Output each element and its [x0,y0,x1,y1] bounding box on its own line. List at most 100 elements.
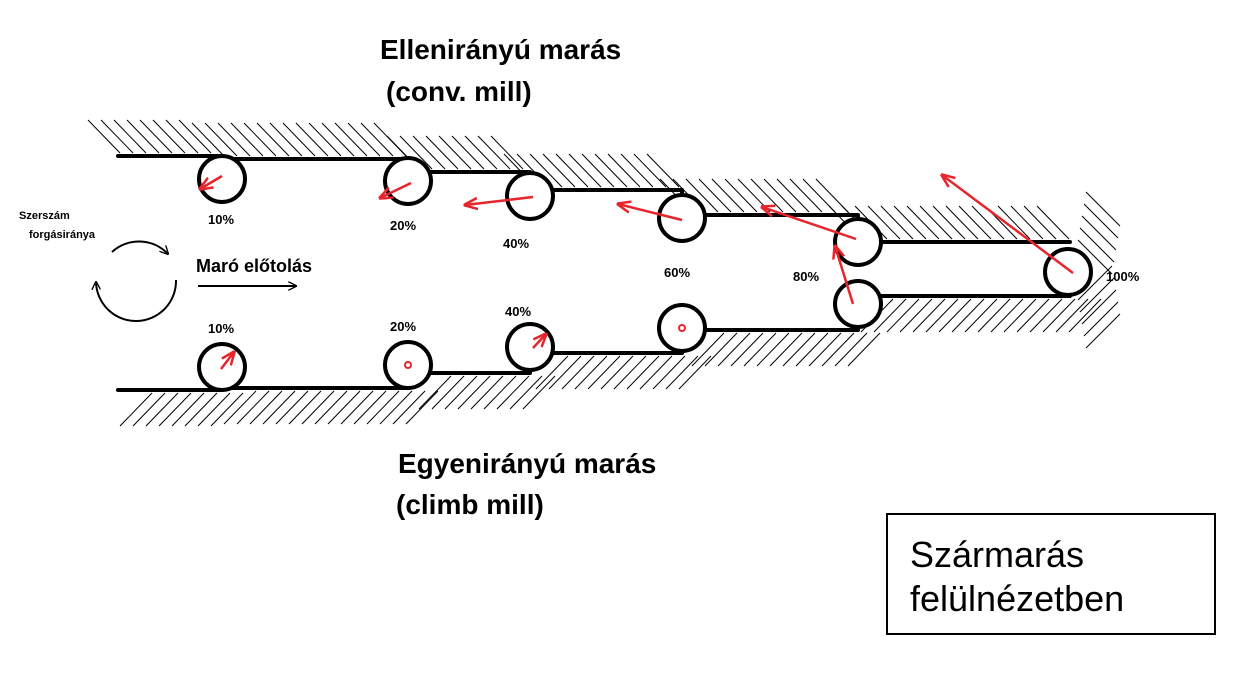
hatch-stroke [353,390,387,425]
hatch-stroke [925,298,959,333]
hatch-stroke [678,355,712,390]
tool-80-upper [833,217,883,267]
hatch-stroke [184,392,218,427]
hatch-stroke [548,355,582,390]
hatch-stroke [938,298,972,333]
force-arrow-top-40 [465,195,534,205]
hatch-stroke [1085,191,1121,227]
hatch-stroke [919,205,953,240]
hatch-stroke [1042,298,1076,333]
hatch-stroke [1079,277,1115,313]
hatch-stroke [750,178,784,213]
force-arrow-bottom-40 [532,334,546,349]
hatch-stroke [711,178,745,213]
hatch-stroke [360,122,394,157]
tool-top-40 [505,171,555,221]
hatch-stroke [158,392,192,427]
hatch-stroke [119,392,153,427]
bottom-cut-edge [116,294,1072,392]
hatch-stroke [1010,205,1044,240]
hatch-stroke [438,135,472,170]
top-heading-line1: Ellenirányú marás [380,34,621,65]
hatch-stroke [704,332,738,367]
hatch-stroke [509,375,543,410]
hatch-stroke [691,332,725,367]
hatch-stroke [867,205,901,240]
hatch-stroke [139,119,173,154]
hatch-stroke [698,178,732,213]
hatch-stroke [776,178,810,213]
hatch-stroke [607,153,641,188]
hatch-stroke [685,178,719,213]
hatch-stroke [756,332,790,367]
hatch-stroke [288,390,322,425]
hatch-stroke [321,122,355,157]
hatch-stroke [113,119,147,154]
hatch-stroke [1068,298,1102,333]
hatch-stroke [1016,298,1050,333]
hatch-stroke [132,392,166,427]
hatch-stroke [444,375,478,410]
hatch-stroke [574,355,608,390]
hatch-stroke [1077,265,1113,301]
hatch-stroke [522,375,556,410]
hatch-stroke [542,153,576,188]
hatch-stroke [821,332,855,367]
hatch-stroke [795,332,829,367]
hatch-stroke [425,135,459,170]
pct-label-top-10: 10% [208,212,234,227]
pct-label-bottom-40: 40% [505,304,531,319]
hatch-stroke [314,390,348,425]
hatch-stroke [204,122,238,157]
top-heading-line2: (conv. mill) [386,76,532,107]
hatch-stroke [587,355,621,390]
hatch-stroke [412,135,446,170]
force-dot-bottom-60 [678,324,686,332]
force-arrow-top-60 [618,204,683,222]
hatch-stroke [1077,239,1113,275]
hatch-stroke [997,205,1031,240]
hatch-stroke [399,135,433,170]
hatch-stroke [620,153,654,188]
rotation-label-line1: Szerszám [19,210,70,222]
pct-label-bottom-20: 20% [390,319,416,334]
hatch-stroke [912,298,946,333]
force-dot-bottom-20 [404,361,412,369]
hatch-stroke [847,332,881,367]
hatch-stroke [236,390,270,425]
hatch-stroke [893,205,927,240]
hatch-stroke [906,205,940,240]
hatch-stroke [535,355,569,390]
hatch-stroke [789,178,823,213]
hatch-stroke [561,355,595,390]
tool-top-20 [383,156,433,206]
hatch-stroke [275,390,309,425]
hatch-stroke [197,392,231,427]
hatch-stroke [1036,205,1070,240]
hatch-stroke [418,375,452,410]
bottom-heading-line2: (climb mill) [396,489,544,520]
hatch-stroke [243,122,277,157]
hatch-stroke [308,122,342,157]
hatch-stroke [873,298,907,333]
hatch-stroke [834,332,868,367]
hatch-stroke [249,390,283,425]
hatch-stroke [529,153,563,188]
hatch-stroke [971,205,1005,240]
hatch-stroke [490,135,524,170]
title-line2: felülnézetben [910,578,1125,619]
hatch-stroke [1081,289,1117,325]
hatch-stroke [347,122,381,157]
hatch-stroke [1079,227,1115,263]
hatch-stroke [464,135,498,170]
hatch-stroke [665,355,699,390]
hatch-stroke [626,355,660,390]
hatch-stroke [334,122,368,157]
hatch-stroke [282,122,316,157]
hatch-stroke [178,119,212,154]
hatch-stroke [392,390,426,425]
tool-80-lower [833,279,883,329]
hatch-stroke [977,298,1011,333]
tool-top-60 [657,193,707,243]
hatch-stroke [230,122,264,157]
